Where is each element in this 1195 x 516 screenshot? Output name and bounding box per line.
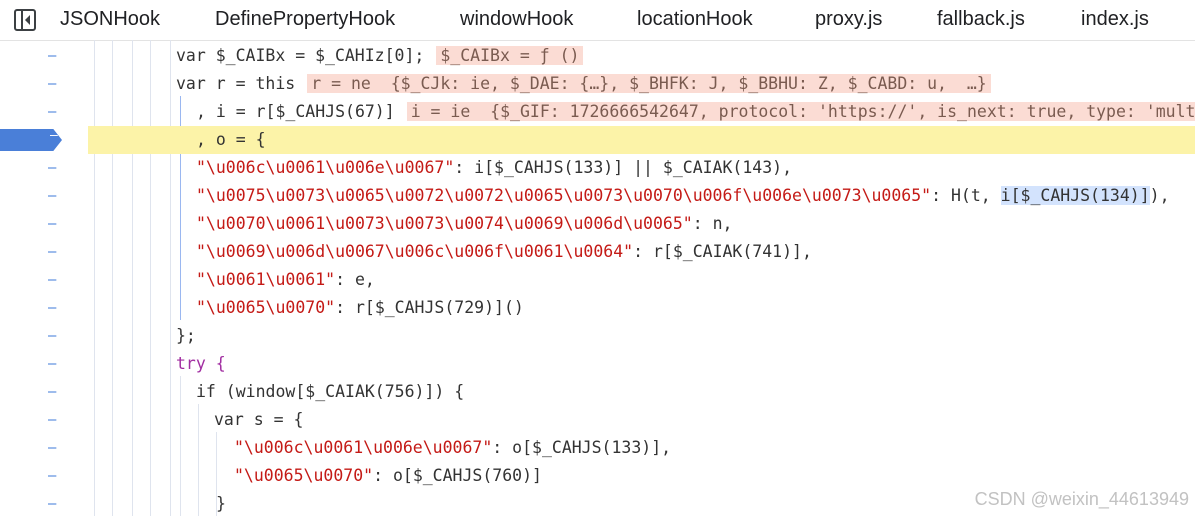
indent-guide: [94, 40, 95, 516]
gutter-marker: –: [48, 327, 57, 344]
gutter-marker: –: [48, 159, 57, 176]
string-key: "\u0069\u006d\u0067\u006c\u006f\u0061\u0…: [196, 242, 634, 261]
inline-value: $_CAIBx = ƒ (): [436, 46, 584, 65]
code-text: : e,: [335, 270, 375, 289]
inline-value: r = ne {$_CJk: ie, $_DAE: {…}, $_BHFK: J…: [307, 74, 991, 93]
code-text: };: [176, 326, 196, 345]
code-text: : H(t,: [931, 186, 1001, 205]
gutter-marker: –: [48, 271, 57, 288]
code-line[interactable]: – "\u0075\u0073\u0065\u0072\u0072\u0065\…: [0, 182, 1195, 210]
code-text: if (window[$_CAIAK(756)]) {: [196, 382, 465, 401]
string-key: "\u0065\u0070": [234, 466, 374, 485]
code-editor[interactable]: – var $_CAIBx = $_CAHIz[0]; $_CAIBx = ƒ (…: [0, 40, 1195, 516]
code-text: var $_CAIBx = $_CAHIz[0];: [176, 46, 425, 65]
string-key: "\u0065\u0070": [196, 298, 336, 317]
gutter-marker: –: [48, 299, 57, 316]
code-text: : n,: [692, 214, 733, 233]
gutter-marker: –: [48, 411, 57, 428]
watermark: CSDN @weixin_44613949: [974, 489, 1189, 509]
gutter-marker: –: [48, 467, 57, 484]
indent-guide: [112, 40, 113, 516]
indent-guide: [216, 432, 217, 516]
code-line[interactable]: – if (window[$_CAIAK(756)]) {: [0, 378, 1195, 406]
string-key: "\u0070\u0061\u0073\u0073\u0074\u0069\u0…: [196, 214, 693, 233]
code-text: , i = r[$_CAHJS(67)]: [196, 102, 395, 121]
editor-tab-bar: JSONHook DefinePropertyHook windowHook l…: [0, 0, 1195, 41]
indent-guide-active: [180, 96, 181, 320]
tab-index-js[interactable]: index.js: [1081, 8, 1149, 30]
indent-guide: [180, 376, 181, 516]
tab-locationhook[interactable]: locationHook: [637, 8, 753, 30]
code-text: , o = {: [196, 130, 266, 149]
code-line[interactable]: – "\u006c\u0061\u006e\u0067": i[$_CAHJS(…: [0, 154, 1195, 182]
tab-fallback-js[interactable]: fallback.js: [937, 8, 1025, 30]
string-key: "\u006c\u0061\u006e\u0067": [234, 438, 493, 457]
indent-guide: [198, 404, 199, 516]
selected-expression[interactable]: i[$_CAHJS(134)]: [1000, 186, 1150, 205]
code-line[interactable]: – var $_CAIBx = $_CAHIz[0]; $_CAIBx = ƒ (…: [0, 42, 1195, 70]
code-line[interactable]: – "\u0070\u0061\u0073\u0073\u0074\u0069\…: [0, 210, 1195, 238]
code-text: var r = this: [176, 74, 296, 93]
gutter-marker: –: [48, 383, 57, 400]
string-key: "\u006c\u0061\u006e\u0067": [196, 158, 455, 177]
string-key: "\u0075\u0073\u0065\u0072\u0072\u0065\u0…: [196, 186, 932, 205]
gutter-marker: –: [48, 439, 57, 456]
code-line[interactable]: – };: [0, 322, 1195, 350]
code-line[interactable]: – "\u0065\u0070": o[$_CAHJS(760)]: [0, 462, 1195, 490]
inline-value: i = ie {$_GIF: 1726666542647, protocol: …: [406, 102, 1195, 121]
gutter-marker: –: [48, 103, 57, 120]
breakpoint-label: –: [50, 126, 58, 142]
code-text: var s = {: [214, 410, 304, 429]
code-line[interactable]: – try {: [0, 350, 1195, 378]
code-line[interactable]: – "\u0069\u006d\u0067\u006c\u006f\u0061\…: [0, 238, 1195, 266]
tab-definepropertyhook[interactable]: DefinePropertyHook: [215, 8, 396, 30]
code-line[interactable]: – "\u006c\u0061\u006e\u0067": o[$_CAHJS(…: [0, 434, 1195, 462]
indent-guide: [150, 40, 151, 516]
gutter-marker: –: [48, 495, 57, 512]
code-text: : o[$_CAHJS(133)],: [492, 438, 672, 457]
code-line[interactable]: – }: [0, 490, 1195, 516]
tab-proxy-js[interactable]: proxy.js: [815, 8, 883, 30]
gutter-marker: –: [48, 215, 57, 232]
code-text: }: [216, 494, 226, 513]
code-text: : i[$_CAHJS(133)] || $_CAIAK(143),: [454, 158, 793, 177]
indent-guide: [170, 40, 171, 516]
gutter-marker: –: [48, 187, 57, 204]
tab-jsonhook[interactable]: JSONHook: [60, 8, 161, 30]
code-text: : r[$_CAHJS(729)](): [335, 298, 524, 317]
code-line[interactable]: – "\u0065\u0070": r[$_CAHJS(729)](): [0, 294, 1195, 322]
gutter-marker: –: [48, 243, 57, 260]
code-line[interactable]: – "\u0061\u0061": e,: [0, 266, 1195, 294]
code-text: try {: [176, 354, 226, 373]
current-execution-line[interactable]: , o = {: [88, 126, 1195, 154]
code-text: : o[$_CAHJS(760)]: [373, 466, 542, 485]
gutter-marker: –: [48, 47, 57, 64]
gutter-marker: –: [48, 355, 57, 372]
code-line[interactable]: – var r = this r = ne {$_CJk: ie, $_DAE: …: [0, 70, 1195, 98]
code-text: ),: [1149, 186, 1170, 205]
tab-windowhook[interactable]: windowHook: [460, 8, 574, 30]
code-text: : r[$_CAIAK(741)],: [633, 242, 812, 261]
indent-guide: [132, 40, 133, 516]
string-key: "\u0061\u0061": [196, 270, 336, 289]
breakpoint-marker[interactable]: –: [0, 129, 62, 151]
toggle-navigator-icon[interactable]: [13, 8, 37, 32]
code-line[interactable]: – var s = {: [0, 406, 1195, 434]
code-line[interactable]: – , i = r[$_CAHJS(67)] i = ie {$_GIF: 172…: [0, 98, 1195, 126]
gutter-marker: –: [48, 75, 57, 92]
